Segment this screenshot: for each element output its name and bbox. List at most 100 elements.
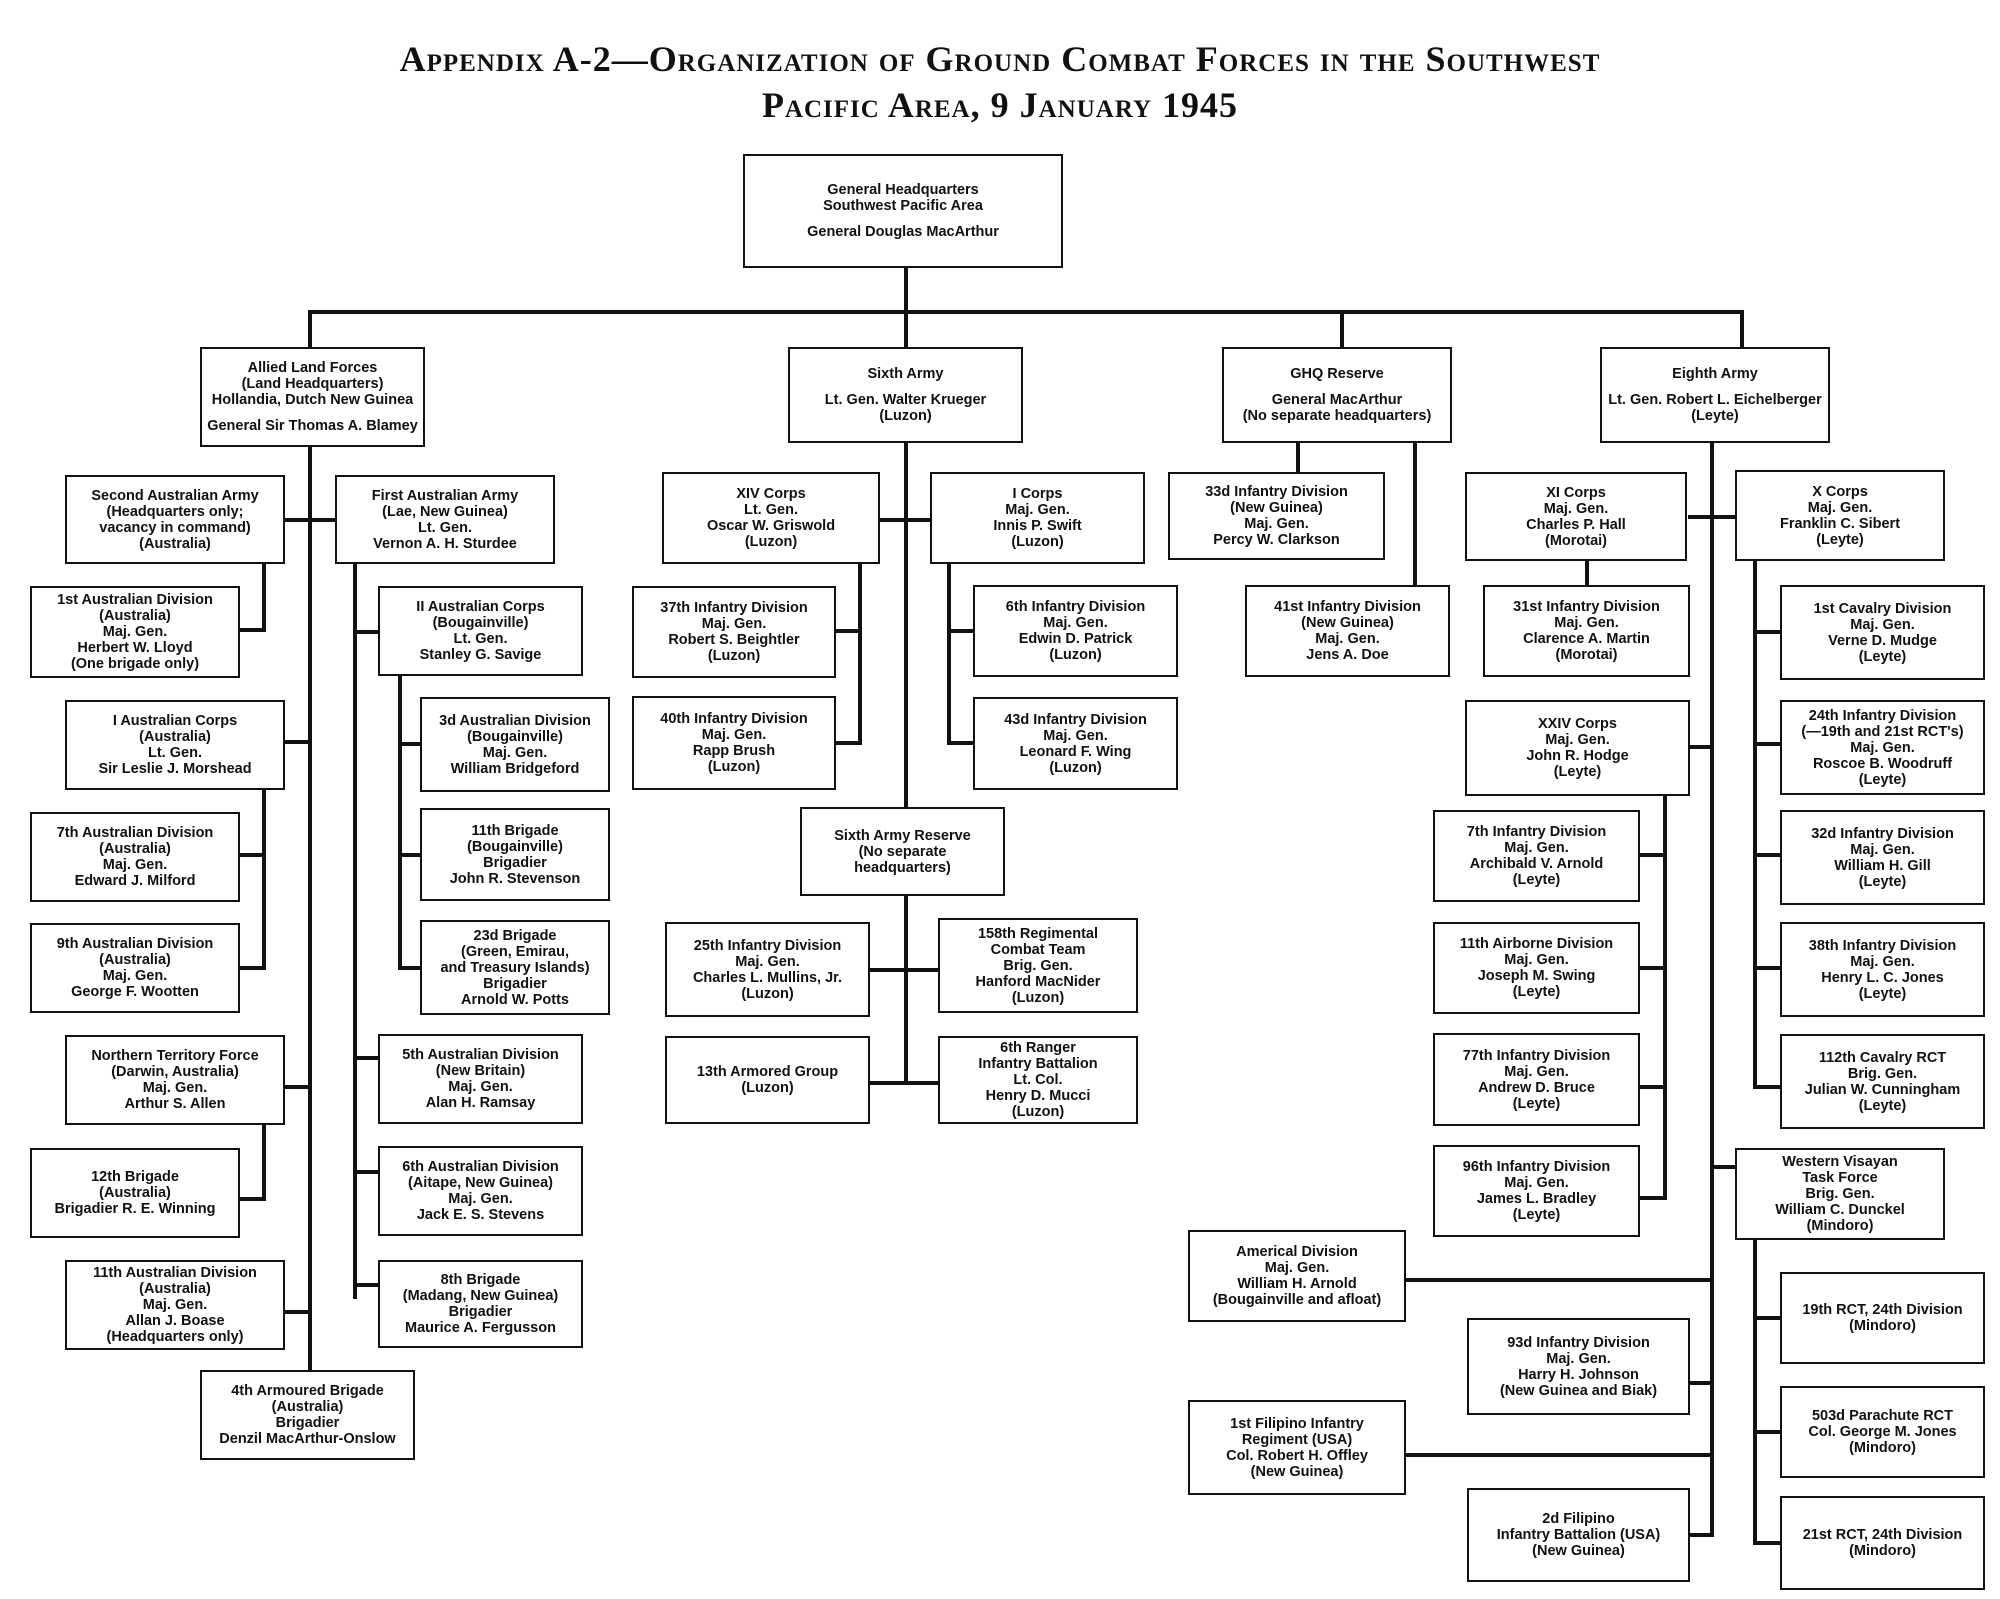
org-box-line: Maj. Gen. bbox=[701, 616, 767, 632]
org-box-line: 1st Filipino Infantry bbox=[1230, 1415, 1364, 1432]
org-box-line: Maj. Gen. bbox=[735, 953, 800, 970]
org-box-line: 2d Filipino bbox=[1542, 1511, 1615, 1527]
org-box-line: (—19th and 21st RCT's) bbox=[1801, 723, 1964, 740]
org-box-line: XXIV Corps bbox=[1538, 716, 1617, 732]
org-box-line: William Bridgeford bbox=[450, 760, 580, 777]
org-box-arm13: 13th Armored Group(Luzon) bbox=[665, 1036, 870, 1124]
org-box-line: Maj. Gen. bbox=[448, 1079, 513, 1095]
org-box-line: (Australia) bbox=[99, 841, 171, 857]
org-box-line: (Bougainville) bbox=[467, 838, 563, 855]
org-box-line: Percy W. Clarkson bbox=[1213, 532, 1340, 548]
org-box-line: (Australia) bbox=[139, 1281, 211, 1297]
org-box-line: Task Force bbox=[1802, 1170, 1878, 1186]
org-box-line: Combat Team bbox=[990, 941, 1086, 958]
org-box-line: Maj. Gen. bbox=[1850, 739, 1915, 756]
org-box-line: Lt. Gen. bbox=[418, 519, 472, 536]
org-box-iauscorps: I Australian Corps(Australia)Lt. Gen.Sir… bbox=[65, 700, 285, 790]
org-box-line: Franklin C. Sibert bbox=[1779, 515, 1901, 532]
org-box-line: I Australian Corps bbox=[112, 713, 238, 729]
org-box-line: Alan H. Ramsay bbox=[425, 1095, 536, 1111]
org-box-line: 6th Australian Division bbox=[402, 1159, 559, 1175]
org-box-aus5div: 5th Australian Division(New Britain)Maj.… bbox=[378, 1034, 583, 1124]
org-box-line: Hollandia, Dutch New Guinea bbox=[211, 392, 414, 408]
org-box-iiauscorps: II Australian Corps(Bougainville)Lt. Gen… bbox=[378, 586, 583, 676]
org-box-line: Herbert W. Lloyd bbox=[77, 640, 193, 656]
org-box-line: Sixth Army Reserve bbox=[834, 827, 971, 844]
org-box-line: Maj. Gen. bbox=[1543, 500, 1609, 517]
org-box-line: 7th Infantry Division bbox=[1466, 824, 1607, 840]
org-box-line: James L. Bradley bbox=[1476, 1191, 1597, 1207]
org-box-line: 31st Infantry Division bbox=[1513, 599, 1660, 615]
org-box-line: Maj. Gen. bbox=[1504, 952, 1569, 968]
org-box-line: General Sir Thomas A. Blamey bbox=[207, 418, 418, 434]
org-box-line: 1st Cavalry Division bbox=[1813, 600, 1952, 617]
org-box-line: Maj. Gen. bbox=[102, 624, 168, 640]
org-box-line: Maj. Gen. bbox=[448, 1191, 513, 1207]
org-box-line: Henry D. Mucci bbox=[985, 1088, 1091, 1104]
org-box-aus1army: First Australian Army(Lae, New Guinea)Lt… bbox=[335, 475, 555, 564]
org-box-line: Americal Division bbox=[1236, 1244, 1358, 1260]
org-box-line: 3d Australian Division bbox=[439, 712, 591, 729]
org-box-line: 37th Infantry Division bbox=[660, 600, 808, 616]
org-box-line: Maj. Gen. bbox=[1850, 953, 1915, 970]
org-box-line: 11th Brigade bbox=[471, 822, 559, 839]
org-box-line: 8th Brigade bbox=[440, 1272, 521, 1288]
org-box-line: 21st RCT, 24th Division bbox=[1802, 1527, 1963, 1543]
org-box-line: 13th Armored Group bbox=[696, 1064, 839, 1080]
org-box-line: Infantry Battalion bbox=[978, 1056, 1098, 1072]
org-box-line: William C. Dunckel bbox=[1775, 1202, 1905, 1218]
org-box-armd4: 4th Armoured Brigade(Australia)Brigadier… bbox=[200, 1370, 415, 1460]
org-box-line: (Leyte) bbox=[1858, 985, 1907, 1002]
org-box-line: (Leyte) bbox=[1816, 531, 1864, 548]
org-box-aus3div: 3d Australian Division(Bougainville)Maj.… bbox=[420, 697, 610, 792]
org-box-line: (Australia) bbox=[99, 952, 171, 968]
org-box-line: Infantry Battalion (USA) bbox=[1496, 1527, 1661, 1543]
org-box-line: (Luzon) bbox=[707, 759, 761, 775]
org-box-line: Sixth Army bbox=[867, 366, 944, 382]
org-box-line: Leonard F. Wing bbox=[1019, 743, 1132, 760]
org-box-line: Edward J. Milford bbox=[74, 873, 196, 889]
org-box-line: Lt. Gen. bbox=[453, 631, 508, 647]
org-box-inf41: 41st Infantry Division(New Guinea)Maj. G… bbox=[1245, 585, 1450, 677]
org-box-line: 11th Airborne Division bbox=[1459, 936, 1614, 952]
org-box-line: Eighth Army bbox=[1672, 366, 1758, 382]
org-box-line: Maj. Gen. bbox=[1545, 732, 1610, 748]
org-box-line: First Australian Army bbox=[371, 487, 519, 504]
org-box-line: headquarters) bbox=[854, 859, 951, 876]
org-box-line: Maj. Gen. bbox=[1546, 1350, 1611, 1367]
org-box-line: (Mindoro) bbox=[1849, 1318, 1916, 1334]
org-box-line: (Leyte) bbox=[1512, 1207, 1561, 1223]
org-box-line: 1st Australian Division bbox=[57, 592, 213, 608]
org-box-line: Second Australian Army bbox=[91, 487, 259, 504]
org-box-inf24: 24th Infantry Division(—19th and 21st RC… bbox=[1780, 700, 1985, 795]
org-box-line: (Green, Emirau, bbox=[461, 943, 569, 960]
org-box-line: Archibald V. Arnold bbox=[1469, 856, 1604, 872]
org-box-line: (Luzon) bbox=[1049, 647, 1102, 663]
org-box-line: Maj. Gen. bbox=[482, 744, 548, 761]
org-box-line: (Headquarters only) bbox=[106, 1329, 244, 1345]
org-box-line: (Luzon) bbox=[1011, 534, 1064, 550]
org-box-line: William H. Gill bbox=[1834, 857, 1931, 874]
org-box-line: (Lae, New Guinea) bbox=[382, 503, 508, 520]
org-box-line: Lt. Col. bbox=[1013, 1072, 1063, 1088]
org-box-line: (Leyte) bbox=[1858, 1097, 1907, 1114]
org-box-line: 19th RCT, 24th Division bbox=[1802, 1302, 1963, 1318]
org-box-line: Lt. Gen. Robert L. Eichelberger bbox=[1608, 392, 1822, 408]
org-box-line: (Aitape, New Guinea) bbox=[407, 1175, 554, 1191]
org-box-line: Brigadier R. E. Winning bbox=[54, 1201, 216, 1217]
org-box-line: (Leyte) bbox=[1691, 408, 1739, 424]
org-box-line: 43d Infantry Division bbox=[1004, 711, 1147, 728]
